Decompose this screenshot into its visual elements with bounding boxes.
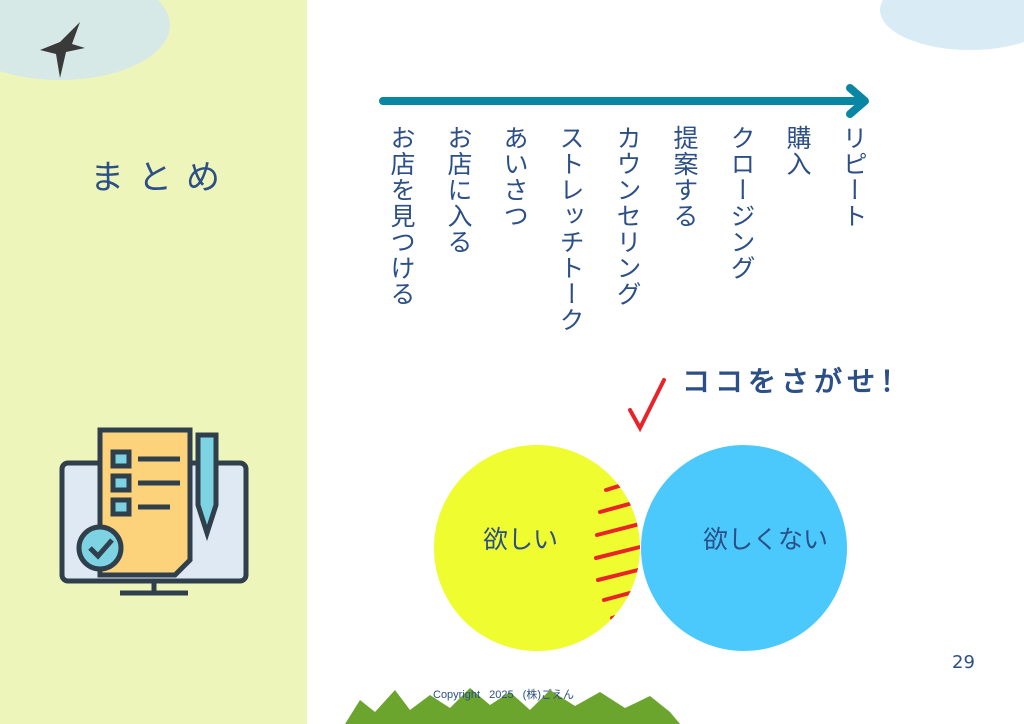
step-find-store: お店を見つける bbox=[387, 125, 416, 307]
step-counseling: カウンセリング bbox=[613, 125, 642, 307]
step-closing: クロージング bbox=[727, 125, 756, 281]
step-purchase: 購入 bbox=[783, 125, 812, 177]
venn-circle-want bbox=[434, 445, 640, 651]
sky-cloud-left bbox=[0, 0, 170, 80]
grass-decoration bbox=[345, 688, 680, 724]
copyright-text: Copyright 2025 (株)ごえん bbox=[433, 689, 574, 701]
venn-label-want: 欲しい bbox=[483, 525, 559, 554]
step-proposal: 提案する bbox=[670, 125, 699, 229]
step-repeat: リピート bbox=[839, 125, 868, 229]
swallow-icon bbox=[40, 22, 85, 78]
step-enter-store: お店に入る bbox=[444, 125, 473, 255]
page-number: 29 bbox=[952, 652, 975, 673]
callout-text: ココをさがせ！ bbox=[682, 365, 914, 398]
timeline-arrow bbox=[379, 84, 869, 118]
pointer-check-mark bbox=[628, 378, 666, 433]
sidebar-panel bbox=[0, 0, 307, 724]
sky-cloud-right bbox=[880, 0, 1024, 50]
venn-label-not-want: 欲しくない bbox=[703, 525, 829, 554]
step-stretch-talk: ストレッチトーク bbox=[556, 125, 585, 333]
slide-title: まとめ bbox=[90, 158, 234, 198]
step-greeting: あいさつ bbox=[500, 125, 529, 229]
checklist-icon bbox=[59, 427, 249, 596]
venn-circle-not-want bbox=[641, 445, 847, 651]
